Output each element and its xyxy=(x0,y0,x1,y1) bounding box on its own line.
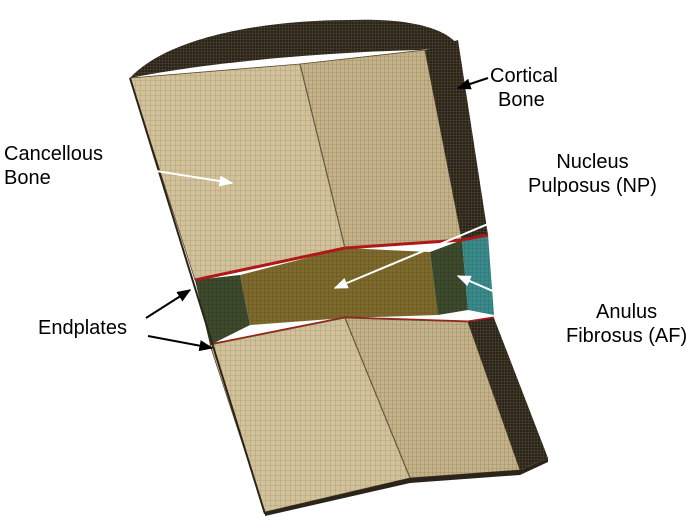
label-cancellous-bone-line2: Bone xyxy=(4,167,51,189)
cortical-bone-shell-lower xyxy=(468,318,548,470)
label-nucleus-pulposus-line2: Pulposus (NP) xyxy=(528,175,657,197)
anulus-fibrosus-right xyxy=(430,240,468,315)
label-anulus-fibrosus-line2: Fibrosus (AF) xyxy=(566,325,686,347)
label-endplates-text: Endplates xyxy=(38,317,127,339)
endplate-arrow-upper xyxy=(145,289,192,319)
label-nucleus-pulposus: Nucleus Pulposus (NP) xyxy=(528,150,657,198)
endplate-arrow-lower xyxy=(147,335,214,352)
fold-line xyxy=(299,63,411,479)
upper-endplate xyxy=(194,233,489,282)
label-cancellous-bone-line1: Cancellous xyxy=(4,143,103,165)
label-nucleus-pulposus-line1: Nucleus xyxy=(556,151,629,173)
label-anulus-fibrosus-line1: Anulus xyxy=(595,301,658,323)
cortical-bone-left-edge xyxy=(129,77,266,515)
nucleus-pulposus-arrow xyxy=(333,195,556,289)
cortical-bone-arrow xyxy=(456,77,489,90)
top-cap xyxy=(130,19,458,78)
nucleus-right xyxy=(345,248,438,318)
label-anulus-fibrosus: Anulus Fibrosus (AF) xyxy=(566,300,686,348)
cortical-bone-shell-upper xyxy=(425,40,488,240)
anulus-fibrosus-outer xyxy=(462,235,494,315)
cancellous-bone-arrow xyxy=(149,169,234,187)
anulus-fibrosus-left xyxy=(195,275,250,345)
anulus-fibrosus-arrow xyxy=(456,275,561,321)
label-endplates: Endplates xyxy=(38,316,127,340)
label-cortical-bone-line1: Cortical xyxy=(490,65,558,87)
label-cortical-bone: Cortical Bone xyxy=(490,64,558,112)
nucleus-left xyxy=(240,248,345,325)
label-cortical-bone-line2: Bone xyxy=(498,89,545,111)
label-cancellous-bone: Cancellous Bone xyxy=(4,142,103,190)
